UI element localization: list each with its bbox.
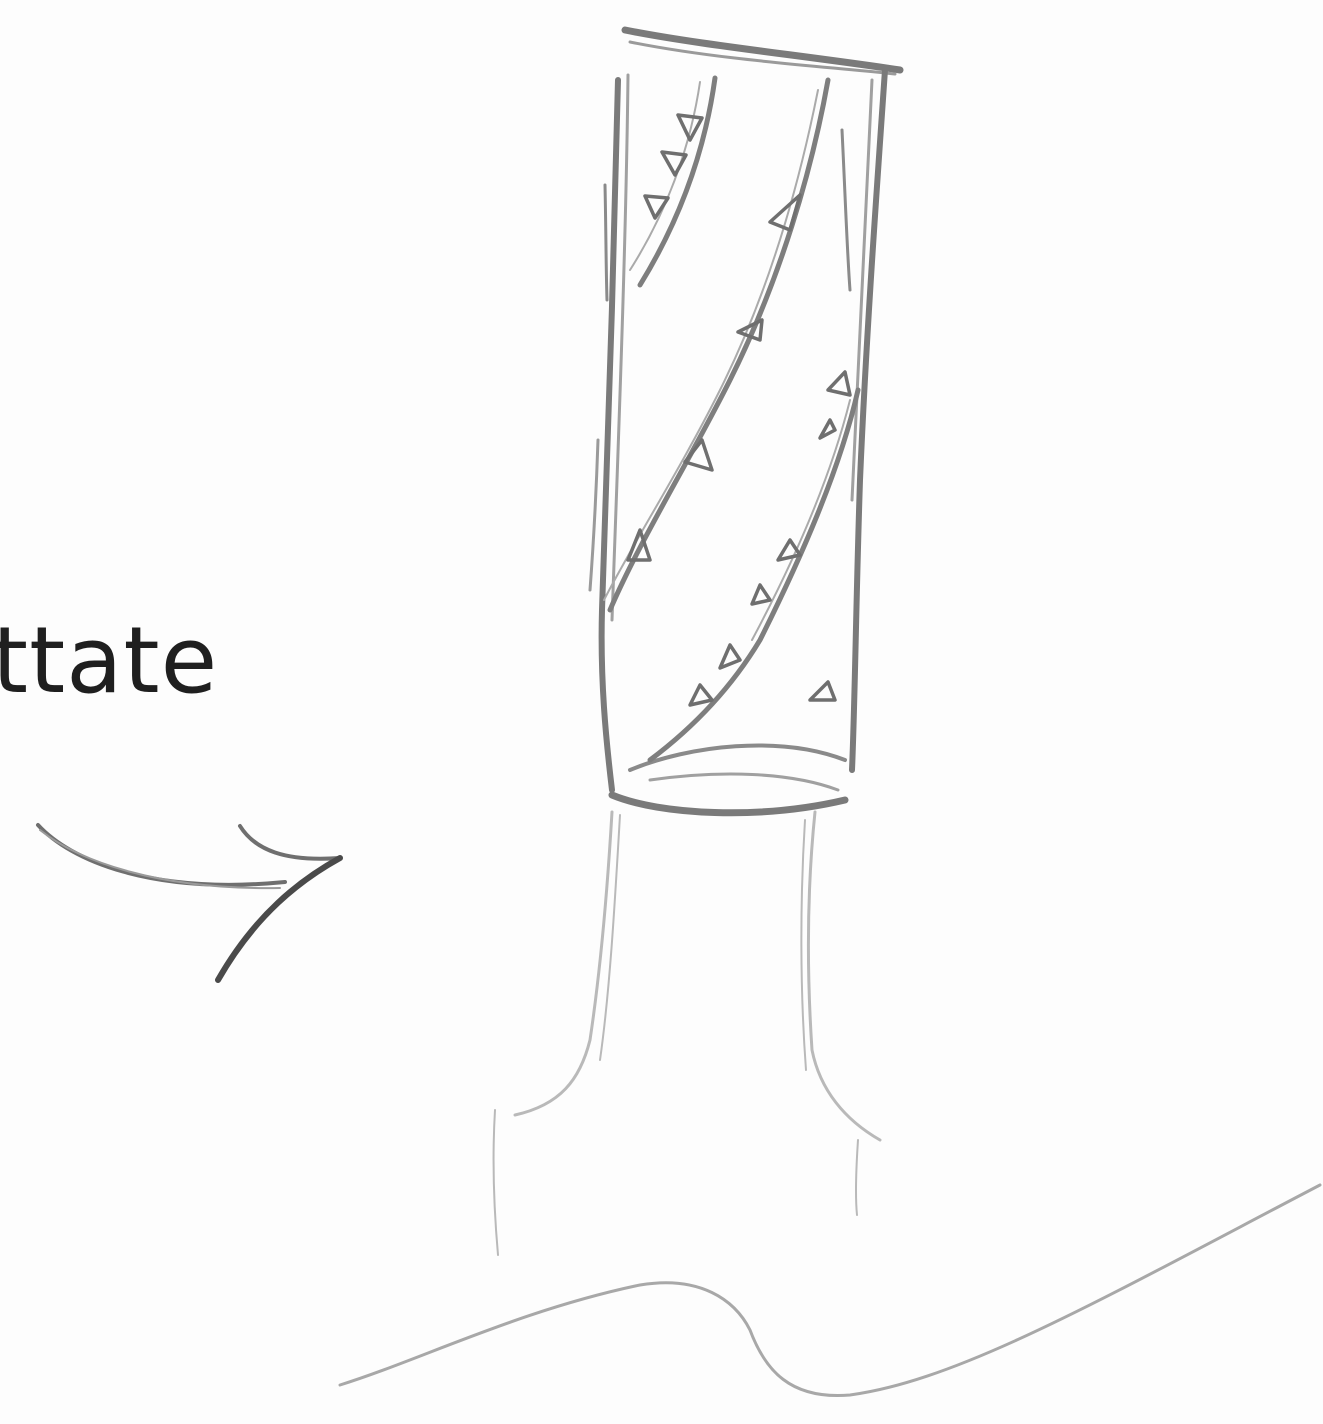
triangle-tooth-icon (628, 115, 850, 705)
cutter-body (590, 30, 900, 813)
ground-line (340, 1185, 1320, 1396)
helical-flutes (604, 78, 858, 760)
curved-arrow-icon (38, 825, 340, 980)
shank (494, 812, 880, 1255)
